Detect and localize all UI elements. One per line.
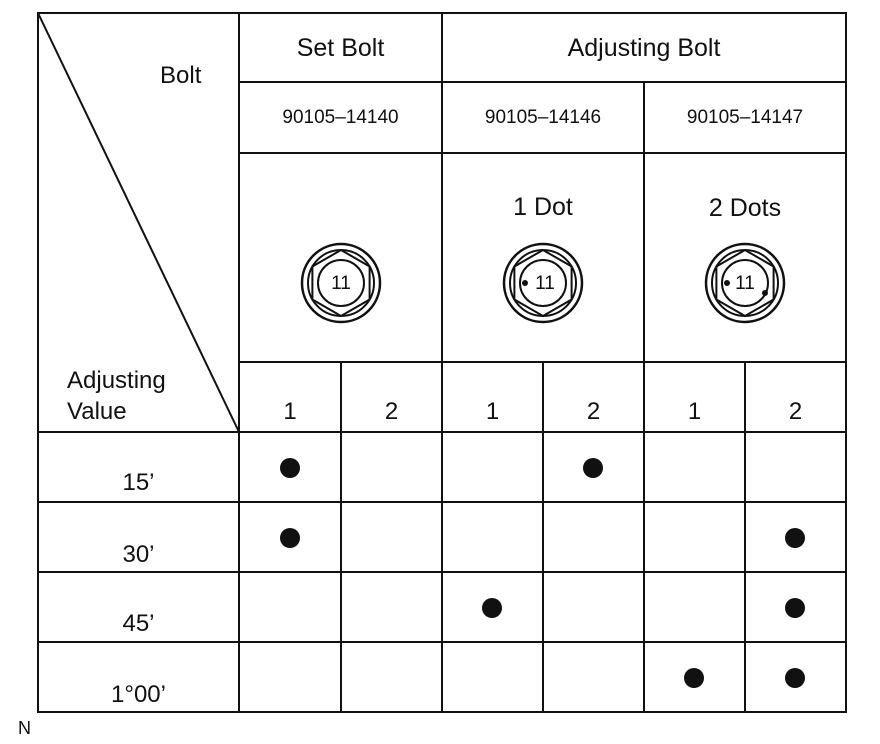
column-header: 1: [485, 398, 500, 425]
identification-dot-icon: [762, 290, 768, 296]
part-number: 90105–14146: [484, 107, 602, 128]
adjusting-value-label: 30’: [122, 541, 155, 568]
adjusting-value-label: 45’: [122, 610, 155, 637]
selection-dot: [482, 598, 502, 618]
adjusting-value-label: 15’: [122, 469, 155, 496]
corner-label-value: Value: [67, 398, 127, 425]
bolt-head-icon: [300, 242, 382, 324]
column-header: 1: [687, 398, 702, 425]
corner-label-bolt: Bolt: [160, 62, 202, 89]
corner-label-adjusting: Adjusting: [67, 367, 166, 394]
column-header: 2: [586, 398, 601, 425]
column-header: 1: [283, 398, 297, 425]
bolt-head-text: 11: [331, 273, 351, 294]
column-header: 2: [788, 398, 803, 425]
bolt-head-icon: [502, 242, 584, 324]
selection-dot: [684, 668, 704, 688]
group-header-adjusting-bolt: Adjusting Bolt: [567, 34, 721, 62]
selection-dot: [785, 668, 805, 688]
corner-diagonal: [37, 12, 240, 433]
selection-dot: [583, 458, 603, 478]
bolt-head-text: 11: [535, 273, 555, 294]
identification-dot-icon: [522, 280, 528, 286]
figure-code: N: [18, 718, 31, 738]
identification-dot-icon: [724, 280, 730, 286]
bolt-head-icon: [704, 242, 786, 324]
bolt-marking-label: 1 Dot: [513, 193, 573, 221]
bolt-marking-label: 2 Dots: [708, 194, 782, 222]
adjusting-value-label: 1°00’: [111, 681, 166, 708]
selection-dot: [785, 598, 805, 618]
selection-marks: [280, 458, 805, 688]
selection-dot: [280, 528, 300, 548]
part-number: 90105–14140: [282, 107, 399, 128]
selection-dot: [280, 458, 300, 478]
part-number: 90105–14147: [686, 107, 804, 128]
group-header-set-bolt: Set Bolt: [296, 34, 385, 62]
bolt-head-text: 11: [735, 273, 755, 294]
selection-dot: [785, 528, 805, 548]
column-header: 2: [384, 398, 399, 425]
